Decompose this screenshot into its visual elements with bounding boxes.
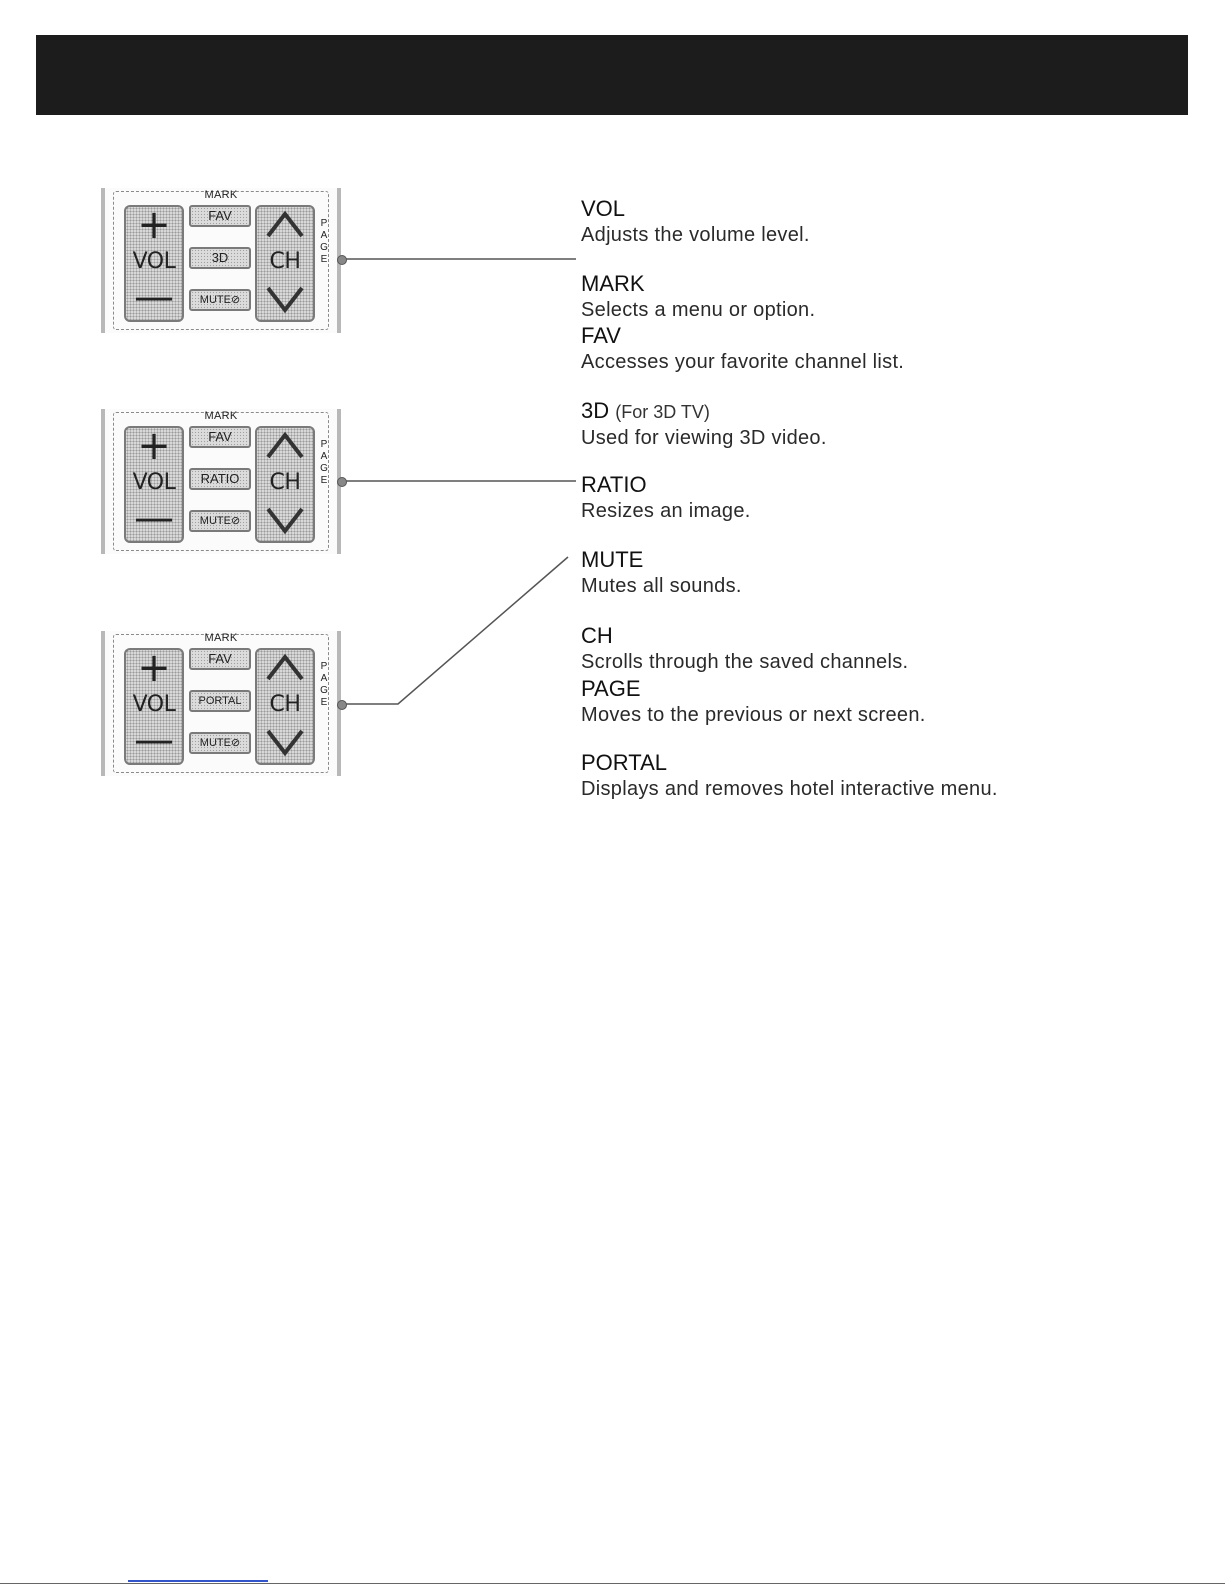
mark-label: MARK — [204, 632, 238, 644]
callout-dot — [337, 700, 347, 710]
footer-rule — [0, 1583, 1225, 1584]
entry-description: Selects a menu or option. — [581, 299, 816, 321]
chevron-up-icon — [266, 431, 304, 459]
entry-fav: FAV Accesses your favorite channel list. — [581, 323, 1141, 375]
entry-title: PAGE — [581, 676, 641, 701]
entry-description: Scrolls through the saved channels. — [581, 651, 909, 673]
plus-icon: + — [137, 202, 171, 248]
entry-description: Moves to the previous or next screen. — [581, 704, 926, 726]
entry-description: Mutes all sounds. — [581, 575, 742, 597]
entry-description: Used for viewing 3D video. — [581, 427, 827, 449]
entry-title: FAV — [581, 323, 621, 348]
vol-label: VOL — [132, 249, 176, 274]
entry-title-note: (For 3D TV) — [615, 402, 710, 422]
minus-icon: — — [134, 717, 174, 763]
entry-description: Resizes an image. — [581, 500, 751, 522]
vol-label: VOL — [132, 470, 176, 495]
entry-title: 3D (For 3D TV) — [581, 398, 710, 423]
mute-key: MUTE⊘ — [189, 510, 251, 532]
plus-icon: + — [137, 645, 171, 691]
plus-icon: + — [137, 423, 171, 469]
callout-dot — [337, 477, 347, 487]
fav-key: FAV — [189, 648, 251, 670]
minus-icon: — — [134, 495, 174, 541]
entry-3d: 3D (For 3D TV) Used for viewing 3D video… — [581, 398, 1141, 451]
header-bar — [36, 35, 1188, 115]
mark-label: MARK — [204, 189, 238, 201]
ch-label: CH — [269, 249, 301, 274]
entry-title: RATIO — [581, 472, 647, 497]
entry-page: PAGE Moves to the previous or next scree… — [581, 676, 1141, 728]
entry-description: Displays and removes hotel interactive m… — [581, 778, 998, 800]
mute-key: MUTE⊘ — [189, 289, 251, 311]
ch-label: CH — [269, 692, 301, 717]
callout-line-mute — [341, 556, 569, 705]
fav-key: FAV — [189, 426, 251, 448]
ch-key: CH — [255, 205, 315, 322]
minus-icon: — — [134, 274, 174, 320]
entry-title: MUTE — [581, 547, 644, 572]
entry-vol: VOL Adjusts the volume level. — [581, 196, 1141, 248]
mark-label: MARK — [204, 410, 238, 422]
ch-key: CH — [255, 426, 315, 543]
entry-ch: CH Scrolls through the saved channels. — [581, 623, 1141, 675]
footer-link-underline — [128, 1580, 268, 1582]
remote-frame — [113, 191, 329, 330]
entry-mark: MARK Selects a menu or option. — [581, 271, 1141, 323]
entry-title: PORTAL — [581, 750, 667, 775]
chevron-up-icon — [266, 210, 304, 238]
vol-key: + VOL — — [124, 648, 184, 765]
entry-mute: MUTE Mutes all sounds. — [581, 547, 1141, 599]
callout-dot — [337, 255, 347, 265]
entry-title: VOL — [581, 196, 626, 221]
vol-label: VOL — [132, 692, 176, 717]
entry-title: CH — [581, 623, 613, 648]
ch-label: CH — [269, 470, 301, 495]
remote-frame — [113, 412, 329, 551]
entry-ratio: RATIO Resizes an image. — [581, 472, 1141, 524]
chevron-up-icon — [266, 653, 304, 681]
fav-key: FAV — [189, 205, 251, 227]
vol-key: + VOL — — [124, 205, 184, 322]
chevron-down-icon — [266, 286, 304, 314]
chevron-down-icon — [266, 729, 304, 757]
remote-frame — [113, 634, 329, 773]
entry-title: MARK — [581, 271, 645, 296]
ch-key: CH — [255, 648, 315, 765]
mute-key: MUTE⊘ — [189, 732, 251, 754]
entry-description: Accesses your favorite channel list. — [581, 351, 905, 373]
entry-portal: PORTAL Displays and removes hotel intera… — [581, 750, 1141, 802]
portal-key: PORTAL — [189, 690, 251, 712]
3d-key: 3D — [189, 247, 251, 269]
entry-description: Adjusts the volume level. — [581, 224, 810, 246]
vol-key: + VOL — — [124, 426, 184, 543]
chevron-down-icon — [266, 507, 304, 535]
ratio-key: RATIO — [189, 468, 251, 490]
